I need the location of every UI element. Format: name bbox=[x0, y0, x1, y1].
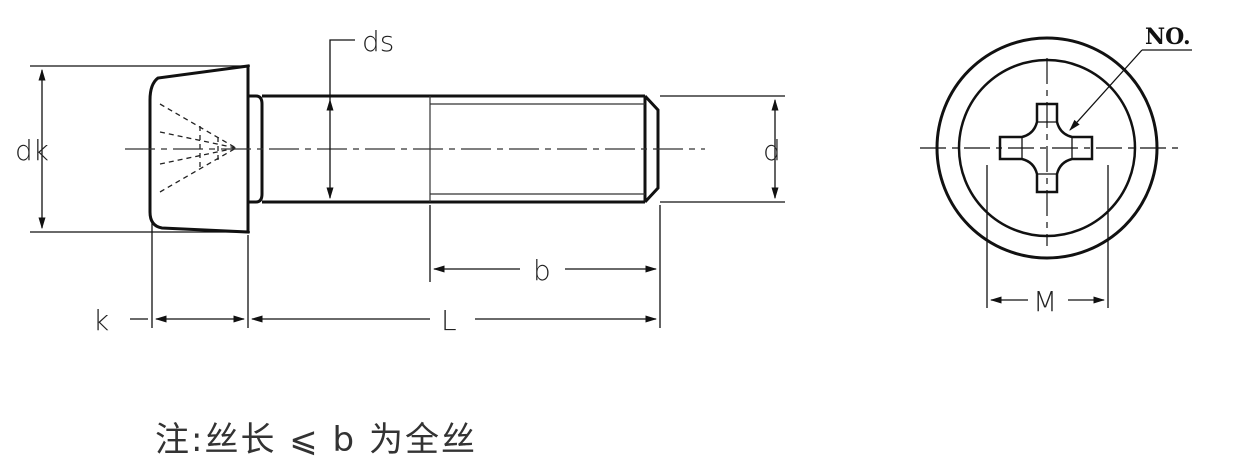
label-L: L bbox=[441, 304, 457, 337]
label-b: b bbox=[533, 254, 551, 287]
dim-ds bbox=[326, 39, 355, 200]
label-no: NO. bbox=[1145, 24, 1191, 50]
screw-head bbox=[148, 64, 250, 234]
dim-M bbox=[986, 165, 1109, 308]
label-M: M bbox=[1033, 285, 1057, 318]
dim-dk bbox=[30, 65, 250, 233]
label-d: d bbox=[763, 134, 781, 167]
label-k: k bbox=[93, 304, 109, 337]
dim-d bbox=[660, 95, 785, 203]
dim-k-l bbox=[130, 220, 658, 328]
end-view bbox=[920, 36, 1178, 260]
head-recess-hidden-lines bbox=[159, 103, 237, 193]
note-text: 注:丝长 ⩽ b 为全丝 bbox=[155, 420, 477, 460]
cross-recess-icon bbox=[998, 102, 1094, 194]
label-dk: dk bbox=[15, 134, 49, 167]
label-ds: ds bbox=[362, 25, 394, 58]
leader-no bbox=[1069, 49, 1192, 131]
dim-b bbox=[429, 205, 661, 328]
